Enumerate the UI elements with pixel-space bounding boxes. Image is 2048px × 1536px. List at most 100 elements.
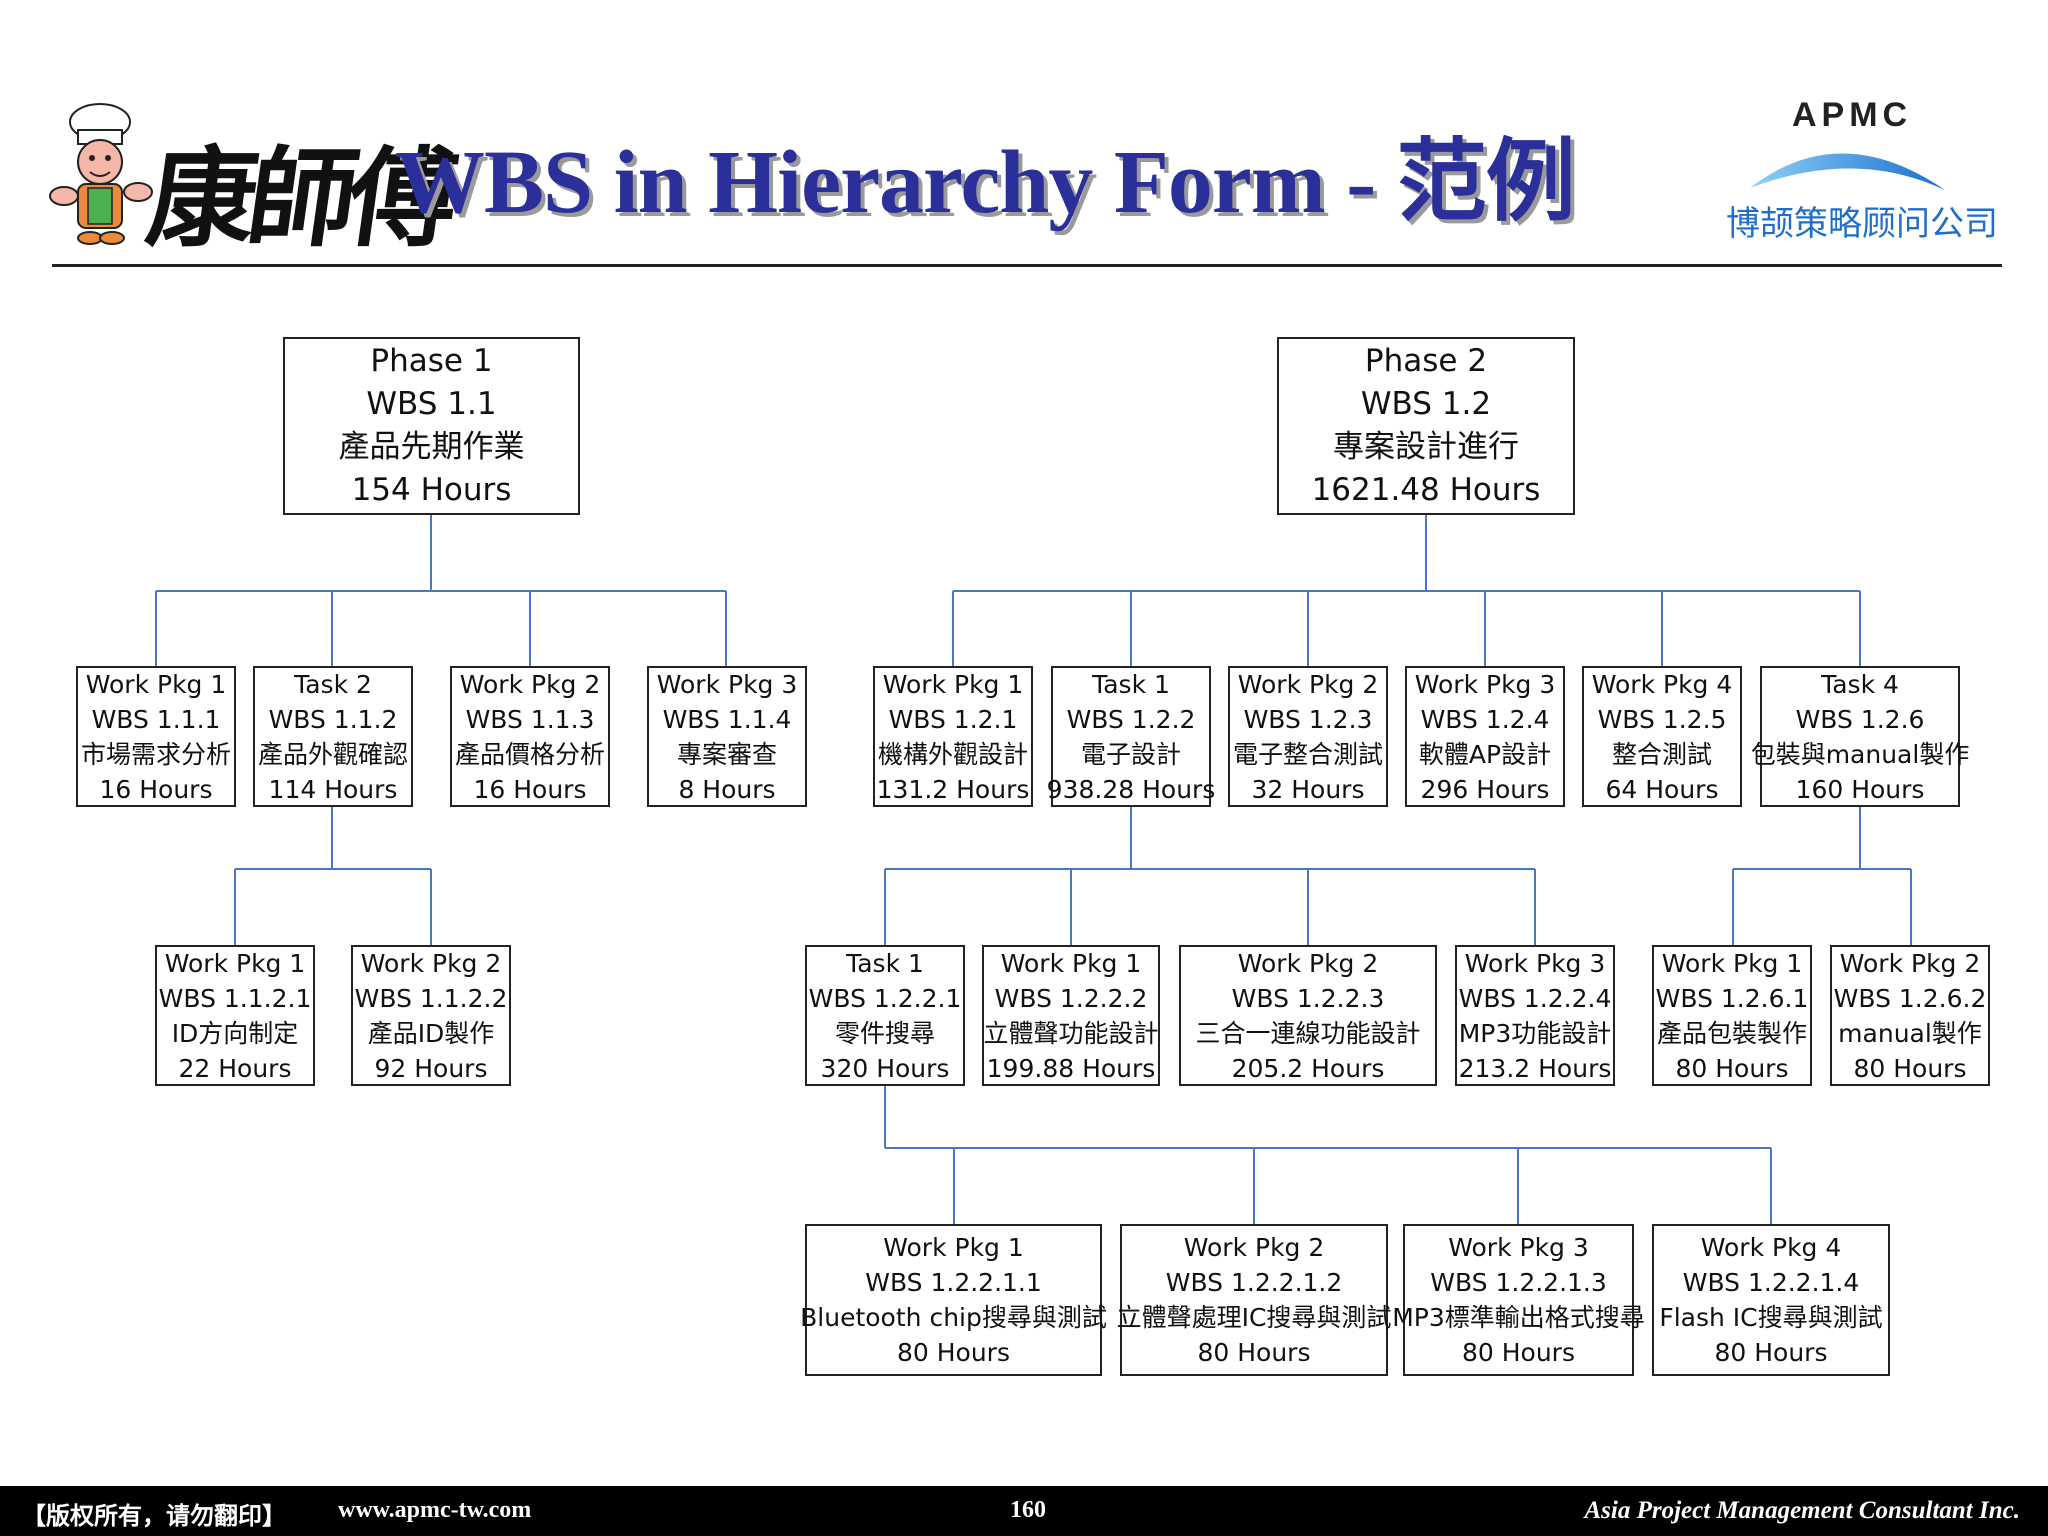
node-label: Phase 1: [370, 343, 493, 379]
node-code: WBS 1.2: [1360, 386, 1492, 422]
page-number: 160: [1010, 1497, 1046, 1523]
apmc-logo-subtitle: 博颉策略顾问公司: [1726, 204, 1998, 244]
node-label: Work Pkg 1: [1661, 948, 1803, 978]
node-desc: 市場需求分析: [80, 739, 231, 769]
node-label: Work Pkg 2: [1839, 948, 1981, 978]
node-hours: 16 Hours: [473, 774, 587, 804]
node-code: WBS 1.2.1: [888, 704, 1018, 734]
node-code: WBS 1.2.5: [1597, 704, 1727, 734]
node-hours: 1621.48 Hours: [1311, 472, 1541, 508]
node-desc: 產品外觀確認: [257, 739, 408, 769]
node-code: WBS 1.1: [366, 386, 497, 422]
node-code: WBS 1.1.1: [91, 704, 221, 734]
node-desc: 整合測試: [1611, 739, 1712, 769]
node-desc: 電子整合測試: [1232, 739, 1383, 769]
node-desc: MP3標準輸出格式搜尋: [1392, 1303, 1645, 1332]
node-code: WBS 1.2.2.1.2: [1165, 1268, 1343, 1297]
node-hours: 80 Hours: [1461, 1338, 1575, 1367]
node-code: WBS 1.2.2.2: [994, 983, 1148, 1013]
page-title: WBS in Hierarchy Form - 范例: [395, 133, 1576, 232]
node-hours: 22 Hours: [178, 1053, 292, 1083]
node-desc: 產品包裝製作: [1656, 1018, 1807, 1048]
node-desc: 立體聲處理IC搜尋與測試: [1116, 1303, 1392, 1332]
node-label: Work Pkg 1: [1000, 948, 1142, 978]
header-divider: [52, 264, 2002, 267]
node-code: WBS 1.2.3: [1243, 704, 1373, 734]
node-label: Work Pkg 2: [1237, 669, 1379, 699]
node-code: WBS 1.2.2.1.4: [1682, 1268, 1860, 1297]
node-label: Work Pkg 4: [1700, 1233, 1842, 1262]
node-label: Work Pkg 2: [1183, 1233, 1325, 1262]
node-label: Task 1: [1092, 669, 1170, 699]
node-hours: 213.2 Hours: [1458, 1053, 1612, 1083]
connector-t126: [1732, 806, 1912, 946]
node-desc: 產品先期作業: [338, 429, 525, 465]
connector-t122: [884, 806, 1536, 946]
wbs-node-1-1-2-2: Work Pkg 2 WBS 1.1.2.2 產品ID製作 92 Hours: [351, 945, 511, 1086]
node-code: WBS 1.2.2: [1066, 704, 1196, 734]
node-desc: 軟體AP設計: [1418, 739, 1552, 769]
node-hours: 114 Hours: [268, 774, 398, 804]
node-code: WBS 1.2.6: [1795, 704, 1925, 734]
node-desc: 產品ID製作: [367, 1018, 495, 1048]
node-code: WBS 1.2.4: [1420, 704, 1550, 734]
node-code: WBS 1.2.2.4: [1458, 983, 1612, 1013]
connector-t112: [234, 806, 432, 946]
node-desc: Flash IC搜尋與測試: [1659, 1303, 1883, 1332]
node-hours: 8 Hours: [678, 774, 776, 804]
node-label: Work Pkg 3: [1464, 948, 1606, 978]
node-label: Work Pkg 1: [883, 1233, 1024, 1262]
node-hours: 205.2 Hours: [1231, 1053, 1385, 1083]
footer-copyright: 【版权所有，请勿翻印】: [22, 1502, 286, 1530]
node-label: Work Pkg 2: [1237, 948, 1379, 978]
node-label: Task 4: [1821, 669, 1899, 699]
node-code: WBS 1.1.2: [268, 704, 398, 734]
node-code: WBS 1.1.3: [465, 704, 595, 734]
node-label: Work Pkg 2: [360, 948, 502, 978]
node-hours: 80 Hours: [1675, 1053, 1789, 1083]
footer-url-link[interactable]: www.apmc-tw.com: [338, 1497, 532, 1523]
node-desc: 產品價格分析: [454, 739, 605, 769]
node-label: Task 1: [846, 948, 924, 978]
node-code: WBS 1.1.4: [662, 704, 792, 734]
node-hours: 320 Hours: [820, 1053, 950, 1083]
node-label: Work Pkg 3: [1414, 669, 1556, 699]
node-hours: 92 Hours: [374, 1053, 488, 1083]
footer-company: Asia Project Management Consultant Inc.: [1584, 1497, 2021, 1524]
node-code: WBS 1.1.2.2: [354, 983, 508, 1013]
node-desc: 零件搜尋: [834, 1018, 935, 1048]
wbs-node-phase-1: Phase 1 WBS 1.1 產品先期作業 154 Hours: [283, 337, 580, 515]
connector-t1221: [884, 1085, 1772, 1225]
node-code: WBS 1.1.2.1: [158, 983, 312, 1013]
wbs-node-phase-2: Phase 2 WBS 1.2 專案設計進行 1621.48 Hours: [1277, 337, 1575, 515]
node-desc: 電子設計: [1080, 739, 1181, 769]
node-code: WBS 1.2.2.1.3: [1430, 1268, 1607, 1297]
wbs-node-1-2-2-1-2: Work Pkg 2 WBS 1.2.2.1.2 立體聲處理IC搜尋與測試 80 Ho…: [1117, 1224, 1391, 1376]
node-code: WBS 1.2.6.1: [1655, 983, 1809, 1013]
apmc-arc-icon: [1750, 153, 1945, 190]
node-hours: 80 Hours: [1714, 1338, 1828, 1367]
node-desc: 包裝與manual製作: [1750, 739, 1970, 769]
node-hours: 80 Hours: [1197, 1338, 1311, 1367]
apmc-logo-name: APMC: [1792, 96, 1913, 134]
node-label: Phase 2: [1364, 343, 1488, 379]
node-desc: ID方向制定: [171, 1018, 299, 1048]
wbs-node-1-2-6-1: Work Pkg 1 WBS 1.2.6.1 產品包裝製作 80 Hours: [1652, 945, 1812, 1086]
chef-mascot-icon: [49, 103, 153, 245]
node-desc: 機構外觀設計: [877, 739, 1028, 769]
node-label: Work Pkg 3: [1448, 1233, 1589, 1262]
node-desc: manual製作: [1838, 1018, 1982, 1048]
